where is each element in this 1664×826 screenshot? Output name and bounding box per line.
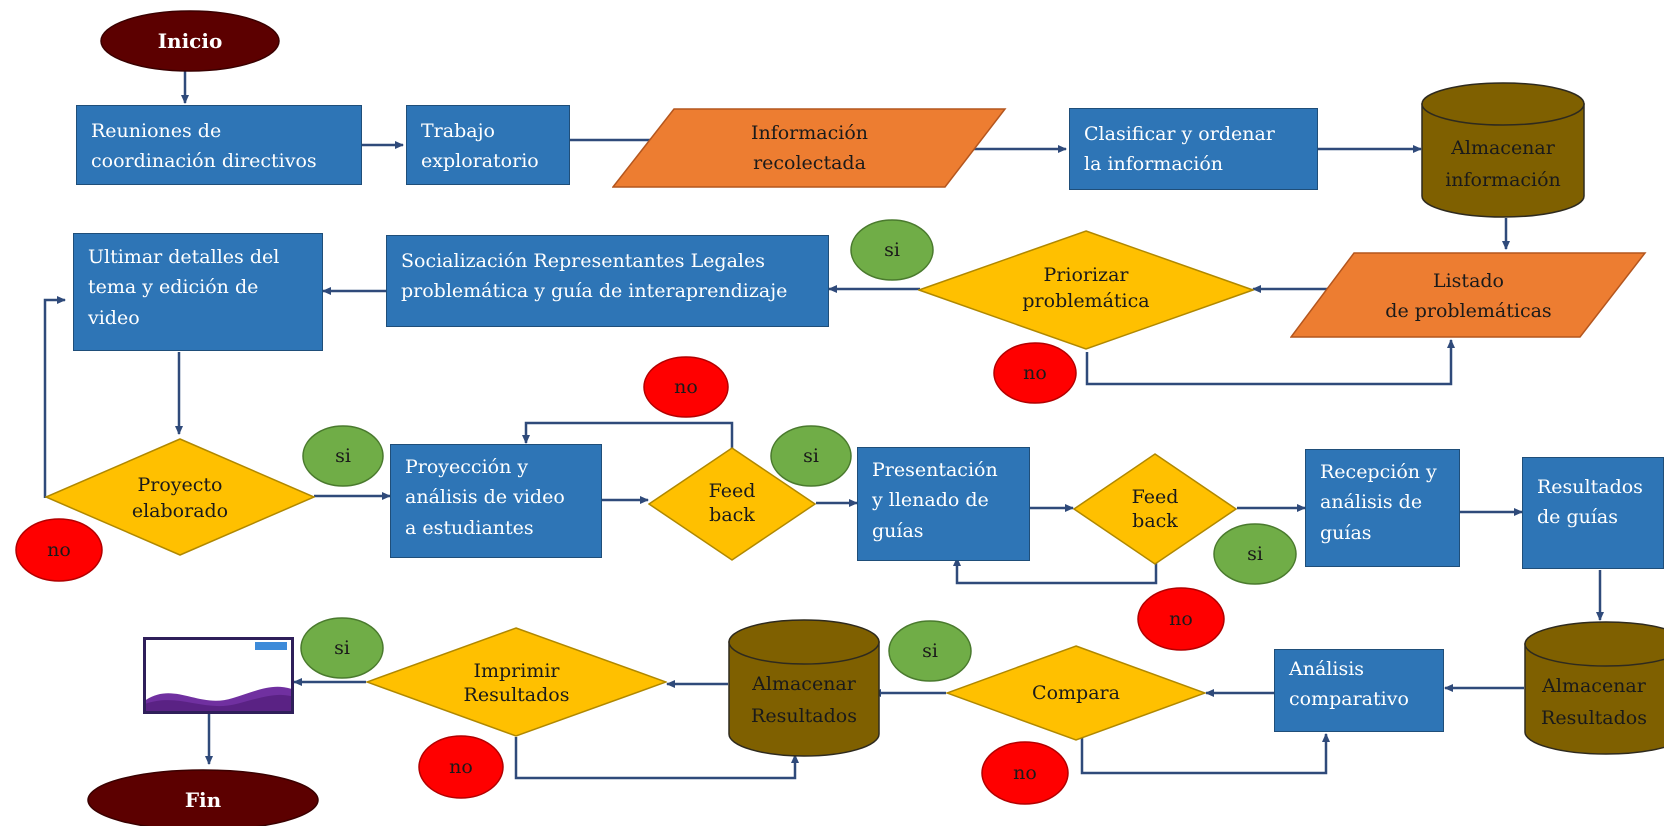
comparative-process: Análisis comparativo: [1274, 649, 1444, 732]
projection-process: Proyección y análisis de video a estudia…: [390, 444, 602, 558]
yes-marker-feedback1: si: [770, 425, 852, 487]
no-marker-feedback1: no: [643, 356, 729, 418]
no-label: no: [674, 376, 698, 398]
no-marker-print: no: [418, 735, 504, 799]
connector-feedback2-no-loop: [953, 557, 1158, 585]
guide-results-process: Resultados de guías: [1522, 457, 1664, 569]
no-label: no: [47, 539, 71, 561]
end-label: Fin: [184, 788, 222, 812]
store-results-right-storage: Almacenar Resultados: [1524, 620, 1664, 756]
compare-decision: Compara: [946, 645, 1206, 741]
reception-process: Recepción y análisis de guías: [1305, 449, 1460, 567]
prioritize-decision: Priorizar problemática: [918, 230, 1254, 350]
end-terminal: Fin: [87, 769, 319, 826]
no-label: no: [1013, 762, 1037, 784]
problem-list-label: Listado de problemáticas: [1385, 270, 1552, 322]
yes-label: si: [922, 640, 938, 662]
no-marker-compare: no: [981, 741, 1069, 805]
store-results-right-label: Almacenar Resultados: [1541, 675, 1647, 729]
finalize-process: Ultimar detalles del tema y edición de v…: [73, 233, 323, 351]
no-label: no: [1023, 362, 1047, 384]
print-decision: Imprimir Resultados: [366, 627, 667, 737]
yes-label: si: [803, 445, 819, 467]
connector-print-no-loop: [514, 737, 799, 780]
connector-prioritize-no-loop: [1085, 339, 1455, 386]
classify-process: Clasificar y ordenar la información: [1069, 108, 1318, 190]
info-collected-io: Información recolectada: [612, 108, 1007, 188]
connector-feedback1-no-loop: [522, 421, 734, 450]
connector-compare-no-loop: [1080, 733, 1330, 775]
no-marker-prioritize: no: [993, 342, 1077, 404]
prioritize-label: Priorizar problemática: [1022, 264, 1150, 312]
project-decision: Proyecto elaborado: [45, 438, 315, 556]
yes-marker-prioritize: si: [850, 219, 934, 281]
no-label: no: [449, 756, 473, 778]
problem-list-io: Listado de problemáticas: [1290, 252, 1647, 338]
start-label: Inicio: [157, 29, 223, 53]
info-collected-label: Información recolectada: [750, 122, 869, 174]
socialization-process: Socialización Representantes Legales pro…: [386, 235, 829, 327]
store-info-storage: Almacenar información: [1421, 82, 1585, 220]
connector-project-no-loop: [43, 296, 66, 498]
exploratory-process: Trabajo exploratorio: [406, 105, 570, 185]
feedback2-decision: Feed back: [1073, 453, 1237, 565]
yes-marker-project: si: [302, 425, 384, 487]
compare-label: Compara: [1032, 682, 1120, 704]
no-marker-feedback2: no: [1137, 587, 1225, 651]
yes-label: si: [335, 445, 351, 467]
yes-marker-compare: si: [888, 620, 972, 682]
store-info-label: Almacenar información: [1445, 137, 1561, 191]
feedback1-label: Feed back: [708, 480, 756, 526]
thumbnail-wave: [146, 686, 291, 711]
feedback2-label: Feed back: [1131, 486, 1179, 532]
store-results-mid-label: Almacenar Resultados: [751, 673, 857, 727]
no-label: no: [1169, 608, 1193, 630]
no-marker-project: no: [15, 518, 103, 582]
feedback1-decision: Feed back: [648, 447, 816, 561]
print-label: Imprimir Resultados: [463, 660, 570, 706]
yes-marker-print: si: [300, 617, 384, 679]
yes-marker-feedback2: si: [1213, 523, 1297, 585]
start-terminal: Inicio: [100, 10, 280, 72]
thumbnail-badge: [255, 642, 287, 650]
yes-label: si: [1247, 543, 1263, 565]
project-label: Proyecto elaborado: [131, 474, 229, 522]
meetings-process: Reuniones de coordinación directivos: [76, 105, 362, 185]
yes-label: si: [334, 637, 350, 659]
document-thumbnail: [143, 637, 294, 714]
store-results-mid-storage: Almacenar Resultados: [728, 618, 880, 758]
yes-label: si: [884, 239, 900, 261]
presentation-process: Presentación y llenado de guías: [857, 447, 1030, 561]
